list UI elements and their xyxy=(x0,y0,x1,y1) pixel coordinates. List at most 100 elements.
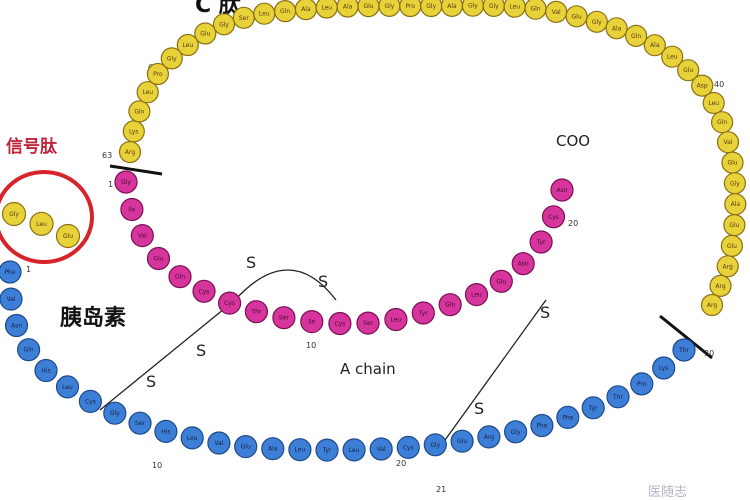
c-peptide-residue-label-27: Gly xyxy=(592,19,602,26)
b-chain-residue-label-28: Pro xyxy=(637,381,647,388)
b-chain-residue-20 xyxy=(423,433,447,457)
a-chain-residue-label-17: Glu xyxy=(496,278,506,285)
ss-bond-label-2: S xyxy=(318,272,328,291)
b-chain-residue-label-23: Gly xyxy=(511,429,521,436)
a-chain-residue-label-19: Tyr xyxy=(536,239,546,246)
signal-peptide-residue-3 xyxy=(55,223,81,249)
a-chain-residue-17 xyxy=(489,269,513,293)
b-chain-residue-label-18: Val xyxy=(377,446,386,453)
b-chain-residue-13 xyxy=(234,435,258,459)
b-chain-residue-24 xyxy=(530,413,554,438)
b-chain-residue-label-2: Val xyxy=(7,296,16,303)
c-peptide-residue-33 xyxy=(691,74,714,97)
b-chain-residue-11 xyxy=(180,426,204,450)
a-chain-residue-label-1: Gly xyxy=(121,179,131,186)
c-peptide-residue-5 xyxy=(146,62,169,86)
ss-bond-label-1: S xyxy=(246,253,256,272)
b-chain-residue-label-22: Arg xyxy=(484,434,494,441)
a-chain-residue-label-8: Thr xyxy=(250,309,261,316)
num-c63: 63 xyxy=(102,151,112,160)
c-peptide-residue-label-5: Pro xyxy=(153,71,163,78)
c-peptide-residue-44 xyxy=(700,293,724,317)
c-peptide-residue-label-41: Glu xyxy=(727,243,737,250)
cleavage-mark-b30 xyxy=(659,314,713,360)
c-peptide-residue-label-6: Gly xyxy=(167,55,177,62)
b-chain-residue-5 xyxy=(34,358,58,383)
a-chain-residue-3 xyxy=(130,224,154,248)
a-chain-residue-label-14: Tyr xyxy=(418,310,428,317)
b-chain-residue-6 xyxy=(55,375,80,399)
a-chain-residue-label-18: Asn xyxy=(518,261,529,268)
a-chain-residue-5 xyxy=(168,265,192,289)
b-chain-residue-3 xyxy=(4,313,29,338)
signal-peptide-residue-label-3: Glu xyxy=(63,233,73,240)
num-a20: 20 xyxy=(568,219,578,228)
c-peptide-residue-label-17: Gly xyxy=(384,3,394,10)
c-peptide-residue-label-20: Ala xyxy=(447,3,457,10)
c-peptide-residue-42 xyxy=(716,255,739,278)
c-peptide-residue-label-11: Leu xyxy=(259,11,270,18)
a-chain-residue-label-6: Cys xyxy=(199,288,210,295)
c-peptide-residue-label-13: Ala xyxy=(301,6,311,13)
b-chain-residue-label-12: Val xyxy=(214,440,223,447)
watermark: 医随志 xyxy=(648,485,687,500)
a-chain-label: A chain xyxy=(340,360,396,378)
b-chain-residue-label-11: Leu xyxy=(187,435,198,442)
b-chain-residue-label-16: Tyr xyxy=(322,447,332,454)
a-chain-residue-20 xyxy=(541,205,566,229)
a-chain-residue-label-3: Val xyxy=(138,233,147,240)
b-chain-residue-16 xyxy=(315,438,339,462)
a-chain-residue-2 xyxy=(120,197,144,222)
signal-peptide-residue-2 xyxy=(29,211,54,236)
num-b21: 21 xyxy=(436,485,446,494)
num-c40: 40 xyxy=(714,80,724,89)
a-chain-residue-label-21: Asn xyxy=(556,187,567,194)
b-chain-residue-29 xyxy=(652,356,676,380)
c-peptide-residue-label-26: Glu xyxy=(572,13,582,20)
b-chain-residue-label-17: Leu xyxy=(349,447,360,454)
c-peptide-residue-label-22: Gly xyxy=(489,3,499,10)
a-chain-residue-label-20: Cys xyxy=(548,214,559,221)
b-chain-residue-4 xyxy=(17,338,41,362)
c-peptide-residue-label-4: Leu xyxy=(142,89,153,96)
a-chain-residue-7 xyxy=(218,291,242,315)
a-chain-residue-15 xyxy=(438,293,462,317)
b-chain-residue-18 xyxy=(369,437,393,461)
b-chain-residue-label-6: Leu xyxy=(62,384,73,391)
c-peptide-residue-label-36: Val xyxy=(724,139,733,146)
c-peptide-residue-label-1: Arg xyxy=(125,149,135,156)
b-chain-residue-label-14: Ala xyxy=(268,446,278,453)
insulin-label: 胰岛素 xyxy=(60,305,126,331)
c-peptide-residue-43 xyxy=(709,274,732,297)
b-chain-residue-label-8: Gly xyxy=(110,410,120,417)
b-chain-residue-22 xyxy=(477,425,501,449)
b-chain-residue-30 xyxy=(672,338,696,362)
ss-bond-label-4: S xyxy=(146,372,156,391)
num-b1: 1 xyxy=(26,265,31,274)
a-chain-residue-11 xyxy=(328,311,352,336)
c-peptide-residue-label-44: Arg xyxy=(707,302,717,309)
a-chain-residue-19 xyxy=(529,230,553,254)
a-chain-residue-label-5: Gln xyxy=(175,274,185,281)
b-chain-residue-8 xyxy=(103,401,127,425)
b-chain-residue-27 xyxy=(606,385,630,409)
b-chain-residue-15 xyxy=(288,438,312,462)
a-chain-residue-label-13: Leu xyxy=(391,317,402,324)
b-chain-residue-21 xyxy=(450,429,474,453)
c-peptide-residue-label-9: Gly xyxy=(219,21,229,28)
b-chain-residue-14 xyxy=(261,437,285,461)
c-peptide-residue-label-25: Val xyxy=(552,9,561,16)
b-chain-residue-12 xyxy=(207,431,231,455)
c-peptide-residue-label-14: Leu xyxy=(321,5,332,12)
c-peptide-residue-label-30: Ala xyxy=(650,42,660,49)
c-peptide-residue-9 xyxy=(212,13,236,36)
c-peptide-residue-label-15: Ala xyxy=(343,4,353,11)
c-peptide-residue-label-7: Leu xyxy=(182,42,193,49)
num-b20: 20 xyxy=(396,459,406,468)
c-peptide-residue-31 xyxy=(661,45,684,68)
c-peptide-residue-label-37: Glu xyxy=(727,160,737,167)
b-chain-residue-label-3: Asn xyxy=(11,323,22,330)
